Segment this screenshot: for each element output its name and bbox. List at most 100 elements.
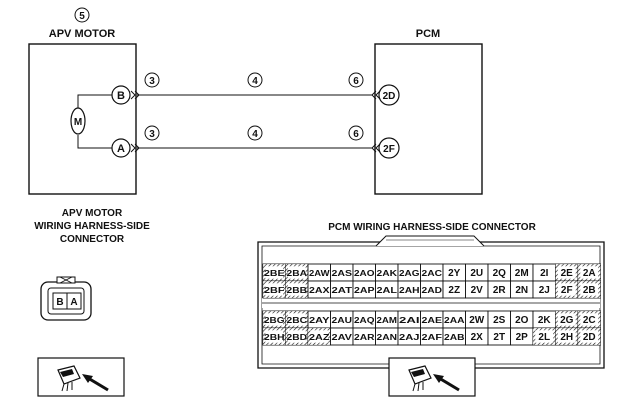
- pcm-pin-2f-label: 2F: [383, 144, 395, 155]
- connector-view-icon: [388, 357, 476, 397]
- pcm-cell-hatch: [263, 281, 286, 298]
- pcm-cell-label: 2AG: [399, 268, 420, 278]
- pcm-cell-label: 2M: [515, 268, 529, 279]
- svg-text:4: 4: [252, 76, 258, 87]
- pcm-cell-label: 2P: [516, 332, 529, 343]
- pcm-cell-label: 2F: [561, 285, 573, 296]
- motor-symbol-letter: M: [74, 117, 82, 128]
- wire1-left-ref: 3: [144, 72, 160, 88]
- pcm-cell-label: 2BB: [287, 285, 308, 295]
- pcm-cell-label: 2AJ: [399, 332, 420, 342]
- pcm-cell-label: 2A: [583, 268, 596, 279]
- pcm-cell-label: 2AA: [444, 315, 465, 325]
- pcm-cell-label: 2Y: [448, 268, 461, 279]
- wire1-right-ref: 6: [348, 72, 364, 88]
- wire1-mid-ref: 4: [247, 72, 263, 88]
- pcm-cell-label: 2BC: [287, 315, 308, 325]
- pcm-cell-label: 2AZ: [309, 332, 330, 342]
- pcm-cell-hatch: [533, 328, 556, 345]
- motor-symbol: M: [70, 107, 86, 135]
- pcm-cell-label: 2AE: [422, 315, 443, 325]
- pcm-cell-hatch: [285, 264, 308, 281]
- pcm-cell-label: 2AK: [377, 268, 398, 278]
- pcm-cell-label: 2S: [493, 315, 506, 326]
- pcm-cell-label: 2W: [469, 315, 485, 326]
- svg-text:CONNECTOR: CONNECTOR: [60, 234, 125, 245]
- pcm-cell-label: 2AT: [332, 285, 353, 295]
- pcm-cell-label: 2AV: [332, 332, 353, 342]
- pcm-cell-label: 2AW: [309, 268, 330, 278]
- pcm-cell-label: 2U: [470, 268, 483, 279]
- pcm-cell-hatch: [285, 311, 308, 328]
- pcm-cell-2b: [577, 280, 601, 299]
- pcm-cell-hatch: [263, 328, 286, 345]
- pcm-cell-label: 2AM: [377, 315, 398, 325]
- pcm-pin-2d-label: 2D: [383, 91, 396, 102]
- pcm-cell-label: 2AX: [309, 285, 330, 295]
- pcm-cell-hatch: [578, 264, 601, 281]
- pcm-cell-label: 2R: [493, 285, 507, 296]
- apv-motor-index-marker: 5: [74, 7, 90, 23]
- pcm-connector-title: PCM WIRING HARNESS-SIDE CONNECTOR: [328, 222, 536, 233]
- wire2-left-ref: 3: [144, 125, 160, 141]
- pcm-cell-label: 2Q: [493, 268, 507, 279]
- pcm-cell-label: 2O: [515, 315, 529, 326]
- wire-a-to-2f: [130, 143, 381, 153]
- pcm-cell-hatch: [263, 264, 286, 281]
- pcm-cell-label: 2AN: [377, 332, 398, 342]
- svg-text:APV MOTOR: APV MOTOR: [62, 208, 123, 219]
- svg-text:4: 4: [252, 129, 258, 140]
- svg-text:6: 6: [353, 76, 359, 87]
- pcm-cell-label: 2H: [560, 332, 573, 343]
- wire-ref-markers: 3 4 6 3 4 6: [144, 72, 364, 141]
- pcm-cell-label: 2B: [583, 285, 596, 296]
- apv-pin-a: A: [111, 138, 131, 158]
- pcm-cell-label: 2BE: [264, 268, 285, 278]
- pcm-cell-label: 2K: [538, 315, 552, 326]
- pcm-cell-label: 2G: [560, 315, 574, 326]
- pcm-cell-hatch: [263, 311, 286, 328]
- pcm-cell-label: 2AL: [377, 285, 398, 295]
- pcm-cell-label: 2BH: [264, 332, 285, 342]
- apv-pin-a-label: A: [117, 143, 125, 155]
- pcm-cell-hatch: [308, 328, 331, 345]
- pcm-pin-2d: 2D: [378, 84, 400, 106]
- apv-connector: B A: [40, 276, 92, 321]
- pcm-cell-label: 2AI: [399, 315, 420, 325]
- apv-motor-index: 5: [79, 11, 85, 22]
- pcm-cell-label: 2AY: [309, 315, 330, 325]
- pcm-cell-hatch: [285, 281, 308, 298]
- svg-text:6: 6: [353, 129, 359, 140]
- pcm-cell-hatch: [555, 281, 578, 298]
- pcm-cell-label: 2AH: [399, 285, 420, 295]
- pcm-pin-2f: 2F: [378, 137, 400, 159]
- pcm-cell-hatch: [555, 328, 578, 345]
- pcm-cell-hatch: [578, 311, 601, 328]
- pcm-cell-2d: [577, 327, 601, 346]
- pcm-cell-label: 2J: [539, 285, 550, 296]
- apv-pin-b-label: B: [117, 90, 125, 102]
- svg-text:3: 3: [149, 76, 155, 87]
- wire-b-to-2d: [130, 90, 381, 100]
- pcm-cell-label: 2AR: [354, 332, 375, 342]
- pcm-cell-label: 2I: [540, 268, 549, 279]
- pcm-cell-hatch: [555, 264, 578, 281]
- apv-connector-title: APV MOTOR WIRING HARNESS-SIDE CONNECTOR: [34, 208, 150, 245]
- pcm-cell-label: 2AO: [354, 268, 375, 278]
- pcm-cell-hatch: [285, 328, 308, 345]
- pcm-cell-label: 2AU: [332, 315, 353, 325]
- pcm-cell-label: 2AQ: [354, 315, 375, 325]
- svg-text:WIRING HARNESS-SIDE: WIRING HARNESS-SIDE: [34, 221, 150, 232]
- pcm-cell-label: 2V: [471, 285, 484, 296]
- pcm-cell-label: 2T: [493, 332, 505, 343]
- apv-motor-box: [28, 43, 137, 195]
- motor-internal-wiring: [77, 94, 112, 149]
- pcm-cell-label: 2E: [561, 268, 574, 279]
- pcm-cell-label: 2X: [471, 332, 484, 343]
- pcm-cell-hatch: [578, 328, 601, 345]
- pcm-cell-label: 2AB: [444, 332, 465, 342]
- pcm-cell-label: 2L: [538, 332, 550, 343]
